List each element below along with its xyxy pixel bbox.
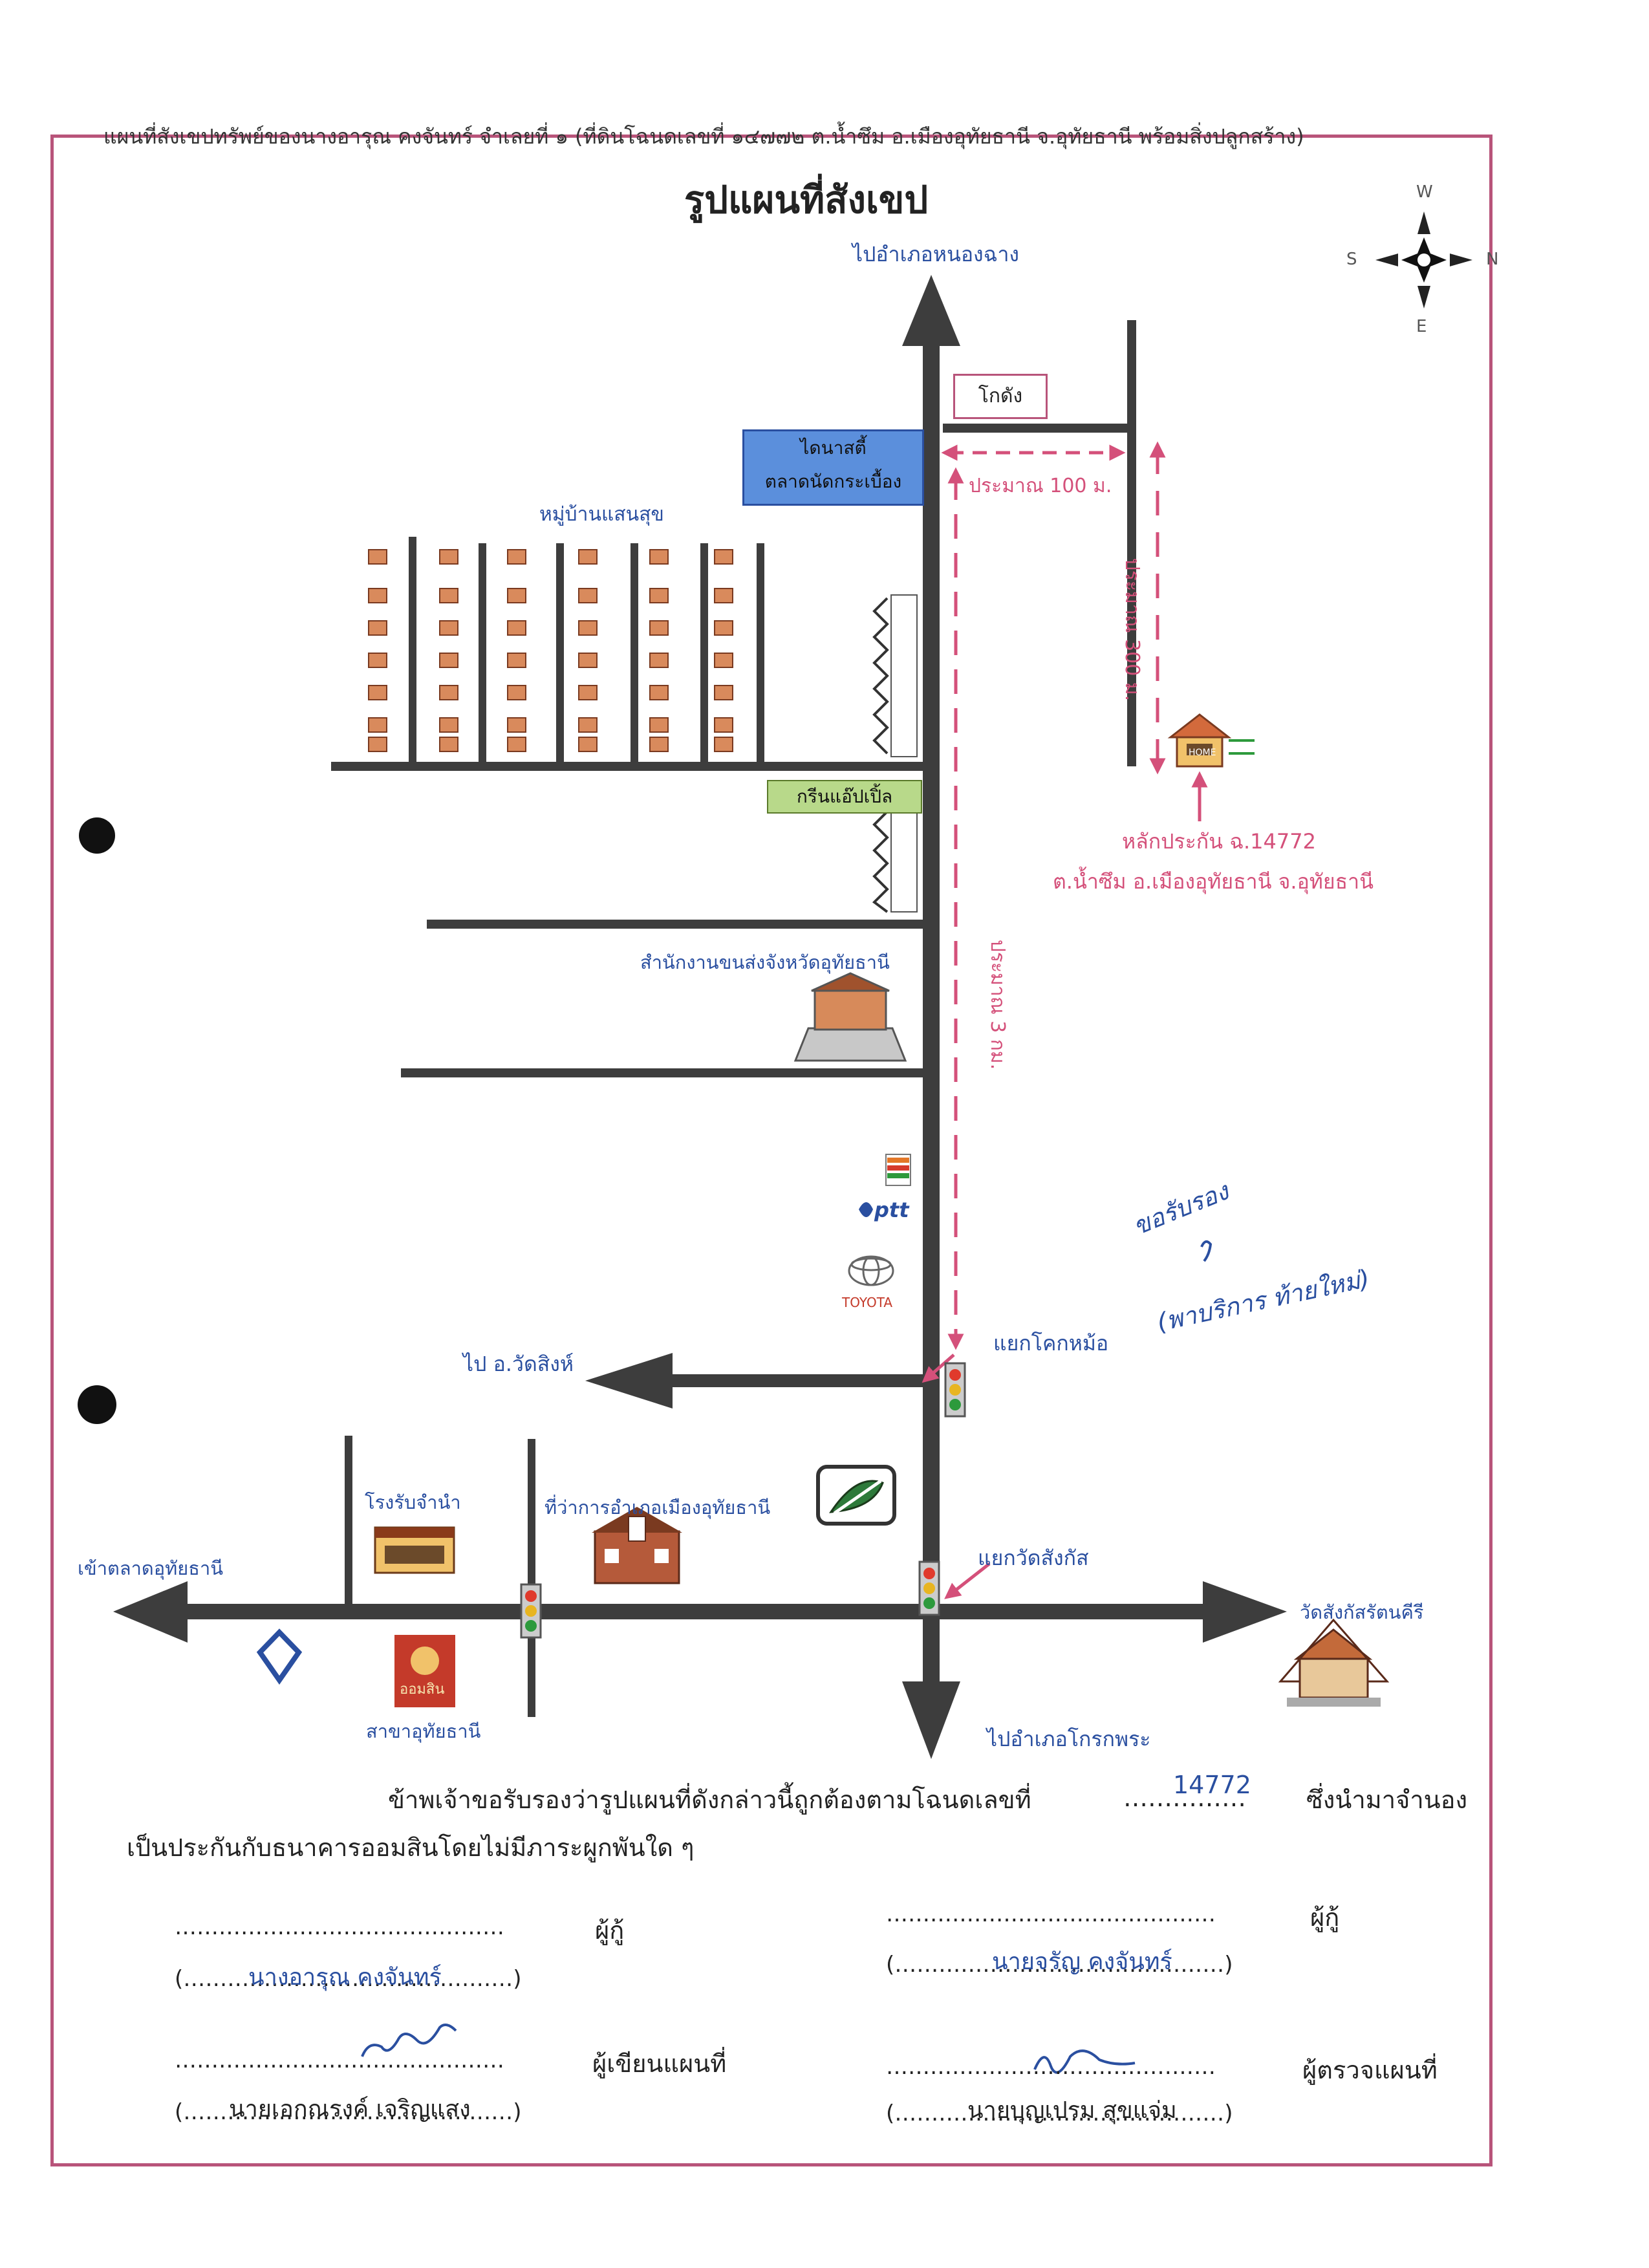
- bangkok-bank-icon: [256, 1628, 303, 1685]
- label-gsb-logo: ออมสิน: [400, 1681, 445, 1698]
- label-to-wat-sing: ไป อ.วัดสิงห์: [463, 1352, 574, 1376]
- label-to-market: เข้าตลาดอุทัยธานี: [78, 1557, 224, 1579]
- label-home-sign: HOME: [1189, 748, 1216, 758]
- label-toyota: TOYOTA: [842, 1295, 893, 1310]
- label-approx-300m: ประมาณ 300 ม.: [1121, 557, 1144, 702]
- compass-e: E: [1416, 317, 1427, 336]
- label-wat-sangkat-temple: วัดสังกัสรัตนคีรี: [1300, 1601, 1424, 1623]
- page-title: รูปแผนที่สังเขป: [684, 178, 929, 222]
- side-roads: [331, 320, 1136, 1717]
- sig-role-inspector: ผู้ตรวจแผนที่: [1302, 2056, 1438, 2084]
- toyota-icon: [848, 1255, 894, 1286]
- sig-role-drawer: ผู้เขียนแผนที่: [592, 2049, 727, 2078]
- dynasty-sign: ไดนาสตี้ ตลาดนัดกระเบื้อง: [742, 429, 924, 506]
- wat-sing-road: [585, 1353, 925, 1409]
- district-office-icon: [592, 1507, 682, 1584]
- header-caption: แผนที่สังเขปทรัพย์ของนางอารุณ คงจันทร์ จ…: [103, 124, 1304, 149]
- label-gsb-branch: สาขาอุทัยธานี: [366, 1720, 481, 1742]
- compass-s: S: [1346, 250, 1357, 269]
- label-village: หมู่บ้านแสนสุข: [539, 503, 664, 526]
- sig-paren-open-2: (………………………………………): [886, 1952, 1233, 1978]
- label-to-khok-phra: ไปอำเภอโกรกพระ: [987, 1727, 1151, 1751]
- distance-markers: [921, 441, 1208, 1599]
- sig-name-borrower2: นายจรัญ คงจันทร์: [992, 1949, 1172, 1975]
- building-stripes: [890, 594, 918, 913]
- traffic-light-icon: [520, 1362, 966, 1639]
- sig-dots-borrower2: ………………………………………: [886, 1901, 1216, 1927]
- label-ptt: ptt: [874, 1198, 909, 1222]
- bottom-road: [113, 1581, 1287, 1643]
- village-houses: [368, 549, 733, 752]
- transport-office-icon: [793, 972, 907, 1062]
- fence-zigzag: [872, 597, 889, 913]
- label-district-office: ที่ว่าการอำเภอเมืองอุทัยธานี: [544, 1496, 771, 1518]
- sig-dots-drawer: ………………………………………: [175, 2047, 504, 2073]
- compass-n: N: [1486, 250, 1499, 269]
- cert-line2: เป็นประกันกับธนาคารออมสินโดยไม่มีภาระผูก…: [127, 1833, 695, 1862]
- cert-deed-dots: ……………: [1123, 1784, 1246, 1812]
- label-khok-mo-junction: แยกโคกหม้อ: [993, 1331, 1109, 1355]
- label-dynasty: ไดนาสตี้: [800, 437, 867, 459]
- compass-w: W: [1416, 182, 1433, 202]
- label-approx-3km: ประมาณ 3 กม.: [986, 939, 1009, 1070]
- bank-logo-icon: [816, 1465, 896, 1526]
- main-road: [902, 275, 960, 1759]
- sig-name-borrower1: นางอารุณ คงจันทร์: [248, 1964, 442, 1991]
- label-approx-100m: ประมาณ 100 ม.: [969, 475, 1112, 497]
- pawnshop-icon: [374, 1526, 455, 1574]
- sig-name-drawer: นายเอกณรงค์ เจริญแสง: [229, 2096, 471, 2122]
- sig-role-borrower1: ผู้กู้: [595, 1916, 625, 1945]
- label-pawnshop: โรงรับจำนำ: [365, 1491, 461, 1513]
- sig-dots-inspector: ………………………………………: [886, 2054, 1216, 2080]
- signature-scribbles: [361, 1240, 1212, 2074]
- label-collateral-location: ต.น้ำซึม อ.เมืองอุทัยธานี จ.อุทัยธานี: [1053, 869, 1374, 894]
- label-collateral: หลักประกัน ฉ.14772: [1122, 829, 1316, 854]
- cert-line1-suffix: ซึ่งนำมาจำนอง: [1306, 1786, 1468, 1814]
- label-wat-sangkat-junction: แยกวัดสังกัส: [978, 1546, 1089, 1570]
- label-green-apple: กรีนแอ๊ปเปิ้ล: [767, 780, 922, 814]
- sig-paren-open-4: (………………………………………): [886, 2101, 1233, 2126]
- label-transport-office: สำนักงานขนส่งจังหวัดอุทัยธานี: [640, 951, 890, 973]
- seven-eleven-icon: [885, 1154, 911, 1186]
- gsb-logo-icon: [394, 1635, 455, 1707]
- map-frame: [50, 135, 1493, 2166]
- cert-line1-prefix: ข้าพเจ้าขอรับรองว่ารูปแผนที่ดังกล่าวนี้ถ…: [388, 1786, 1031, 1814]
- punch-holes: [78, 817, 116, 1424]
- sig-role-borrower2: ผู้กู้: [1310, 1903, 1340, 1932]
- village-streets: [409, 537, 764, 763]
- label-warehouse: โกดัง: [953, 374, 1048, 419]
- label-tile-market: ตลาดนัดกระเบื้อง: [764, 471, 902, 492]
- cert-deed-no: 14772: [1173, 1771, 1251, 1799]
- sig-paren-open-3: (………………………………………): [175, 2099, 522, 2125]
- sig-name-inspector: นายบุญเปรม สุขแจ่ม: [967, 2097, 1177, 2124]
- sig-dots-borrower1: ………………………………………: [175, 1914, 504, 1940]
- sig-paren-open-1: (………………………………………): [175, 1966, 522, 1992]
- collateral-house-icon: [1167, 713, 1255, 768]
- compass-rose: [1375, 211, 1472, 308]
- label-to-nong-chang: ไปอำเภอหนองฉาง: [852, 242, 1020, 266]
- temple-icon: [1278, 1618, 1390, 1707]
- ptt-icon: [859, 1202, 873, 1217]
